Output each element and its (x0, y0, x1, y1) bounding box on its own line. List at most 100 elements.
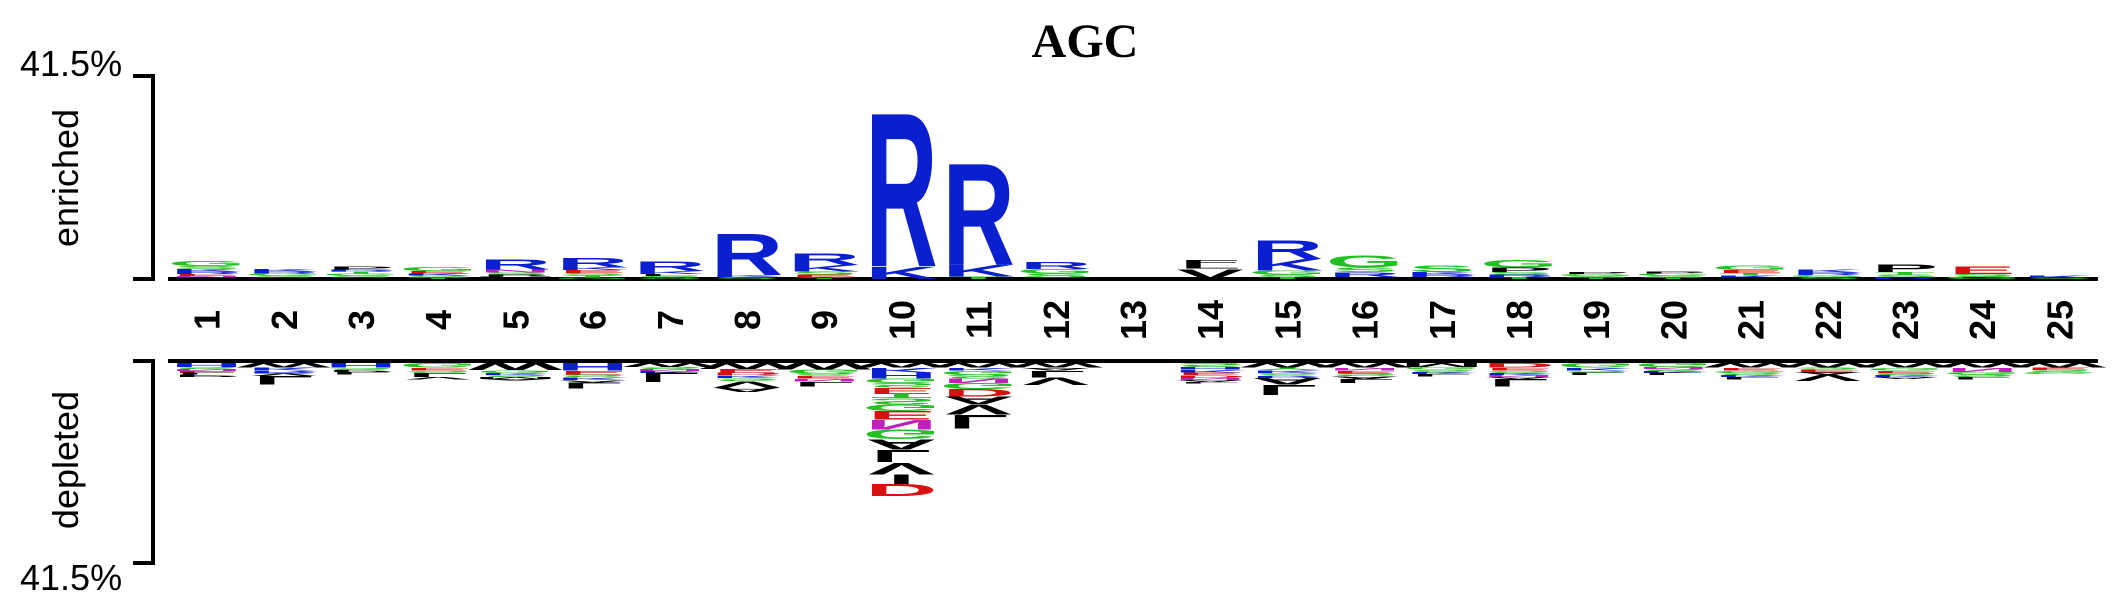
logo-marks: LNERKSGHSNELPPSGRKWKRVLASGTRPHSPLTSKEGGE… (168, 68, 2107, 500)
depleted-residue-11-W: W (931, 361, 1026, 369)
depleted-residue-10-K: K (865, 366, 937, 374)
enriched-residue-9-E: E (791, 274, 858, 278)
depleted-residue-10-W: W (854, 361, 949, 369)
depleted-residue-23-G: G (1866, 367, 1944, 372)
depleted-residue-18-A: A (1483, 377, 1555, 380)
depleted-residue-10-V: V (868, 459, 935, 477)
position-label-20: 20 (1653, 300, 1694, 340)
depleted-residue-3-S: S (328, 367, 395, 370)
enriched-residue-6-T: T (562, 275, 623, 278)
depleted-residue-6-S: S (559, 374, 626, 379)
enriched-residue-5-N: N (479, 269, 551, 274)
position-label-1: 1 (187, 310, 228, 330)
enriched-residue-19-P: P (1563, 272, 1630, 275)
depleted-residue-9-W: W (777, 361, 871, 371)
depleted-residue-11-G: G (940, 381, 1018, 390)
enriched-residue-25-K: K (2023, 275, 2095, 278)
enriched-residue-2-G: G (245, 273, 323, 276)
depleted-residue-23-E: E (1872, 370, 1939, 374)
depleted-residue-10-G: G (863, 402, 941, 413)
depleted-axis-label: depleted (45, 391, 86, 529)
depleted-residue-8-S: S (714, 378, 781, 383)
y-axis-bottom-label: 41.5% (20, 557, 122, 592)
depleted-residue-21-G: G (1712, 370, 1790, 373)
depleted-residue-14-K: K (1174, 369, 1246, 374)
depleted-residue-15-W: W (1240, 362, 1335, 369)
enriched-residue-4-S: S (405, 275, 472, 278)
depleted-residue-17-K: K (1406, 372, 1478, 375)
depleted-residue-24-L: L (1952, 376, 2013, 381)
depleted-residue-4-E: E (405, 367, 472, 372)
enriched-residue-3-A: A (325, 277, 397, 279)
depleted-residue-21-E: E (1717, 367, 1784, 372)
depleted-residue-8-W: W (700, 361, 794, 370)
depleted-residue-14-N: N (1174, 378, 1246, 381)
depleted-residue-18-K: K (1483, 373, 1555, 376)
enriched-residue-19-T: T (1566, 277, 1627, 279)
depleted-residue-9-E: E (791, 375, 858, 380)
depleted-residue-11-A: A (942, 394, 1014, 406)
depleted-residue-10-E: E (868, 386, 935, 395)
position-label-25: 25 (2039, 300, 2080, 340)
enriched-residue-1-K: K (170, 269, 242, 273)
position-label-2: 2 (264, 310, 305, 330)
enriched-residue-18-S: S (1486, 272, 1553, 276)
position-label-13: 13 (1113, 300, 1154, 340)
depleted-residue-20-L: L (1643, 372, 1704, 377)
depleted-residue-11-V: V (945, 401, 1012, 418)
depleted-residue-10-G: G (863, 377, 941, 384)
depleted-residue-8-E: E (714, 368, 781, 374)
depleted-residue-12-L: L (1025, 369, 1086, 380)
enriched-residue-18-R: R (1483, 274, 1555, 278)
enriched-residue-20-S: S (1640, 275, 1707, 278)
enriched-residue-12-S: S (1022, 273, 1089, 279)
enriched-residue-16-G: G (1326, 252, 1404, 272)
enriched-residue-5-S: S (482, 272, 549, 275)
enriched-residue-11-R: R (942, 133, 1014, 296)
depleted-residue-16-E: E (1331, 370, 1398, 375)
depleted-residue-7-S: S (636, 366, 703, 369)
enriched-residue-15-S: S (1254, 274, 1321, 278)
enriched-residue-12-M: M (1014, 277, 1097, 279)
enriched-residue-1-L: L (176, 277, 237, 279)
enriched-residue-1-E: E (173, 274, 240, 277)
depleted-residue-1-S: S (173, 366, 240, 369)
depleted-residue-5-G: G (477, 369, 555, 374)
enriched-residue-18-P: P (1486, 266, 1553, 274)
depleted-residue-18-D: D (1483, 361, 1555, 369)
position-label-18: 18 (1499, 300, 1540, 340)
enriched-residue-9-Y: Y (791, 277, 858, 280)
depleted-residue-17-L: L (1411, 373, 1472, 378)
depleted-residue-8-K: K (711, 375, 783, 380)
depleted-residue-17-S: S (1408, 369, 1475, 373)
depleted-residue-23-K: K (1869, 375, 1941, 378)
enriched-residue-23-P: P (1872, 263, 1939, 275)
position-label-10: 10 (881, 300, 922, 340)
enriched-residue-20-P: P (1640, 271, 1707, 274)
enriched-residue-21-G: G (1712, 264, 1790, 272)
enriched-residue-3-S: S (328, 275, 395, 278)
depleted-residue-2-L: L (253, 373, 314, 386)
enriched-residue-16-R: R (1328, 271, 1400, 279)
enriched-residue-8-K: K (711, 275, 783, 278)
enriched-residue-24-E: E (1949, 264, 2016, 276)
depleted-residue-9-G: G (785, 368, 863, 374)
depleted-residue-15-R: R (1251, 376, 1323, 379)
enriched-residue-22-G: G (1789, 275, 1867, 278)
depleted-residue-10-E: E (868, 408, 935, 421)
enriched-residue-12-G: G (1017, 268, 1095, 275)
enriched-axis-label: enriched (45, 109, 86, 247)
depleted-residue-19-S: S (1563, 370, 1630, 373)
depleted-residue-5-M: M (474, 377, 557, 380)
depleted-residue-19-K: K (1560, 367, 1632, 372)
enriched-residue-17-S: S (1408, 264, 1475, 275)
depleted-residue-22-A: A (1792, 372, 1864, 376)
enriched-residue-10-R: R (865, 68, 937, 314)
depleted-axis-bracket (133, 359, 155, 565)
depleted-residue-4-G: G (399, 361, 477, 369)
position-label-22: 22 (1808, 300, 1849, 340)
enriched-residue-19-S: S (1563, 276, 1630, 278)
enriched-residue-2-P: P (250, 277, 317, 279)
enriched-residue-20-T: T (1643, 277, 1704, 279)
depleted-residue-16-W: W (1317, 361, 1412, 369)
